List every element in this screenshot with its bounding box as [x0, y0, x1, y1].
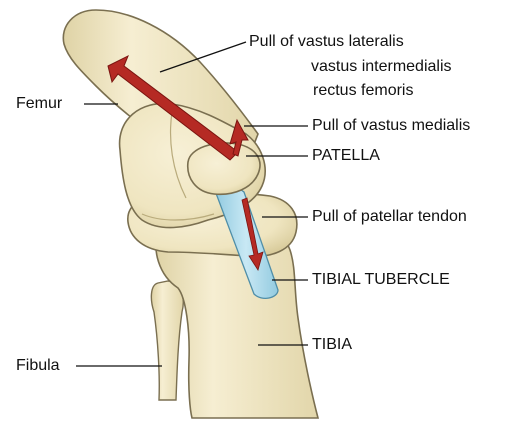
label-pull-vastus-medialis: Pull of vastus medialis [312, 117, 470, 135]
label-pull-vastus-lateralis: Pull of vastus lateralis [249, 33, 404, 51]
label-tibial-tubercle: TIBIAL TUBERCLE [312, 271, 450, 289]
fibula-bone [151, 281, 183, 400]
label-rectus-femoris: rectus femoris [313, 82, 413, 100]
label-pull-patellar-tendon: Pull of patellar tendon [312, 208, 467, 226]
label-fibula: Fibula [16, 357, 60, 375]
label-femur: Femur [16, 95, 62, 113]
label-tibia: TIBIA [312, 336, 352, 354]
label-patella: PATELLA [312, 147, 380, 165]
label-vastus-intermedialis: vastus intermedialis [311, 58, 452, 76]
